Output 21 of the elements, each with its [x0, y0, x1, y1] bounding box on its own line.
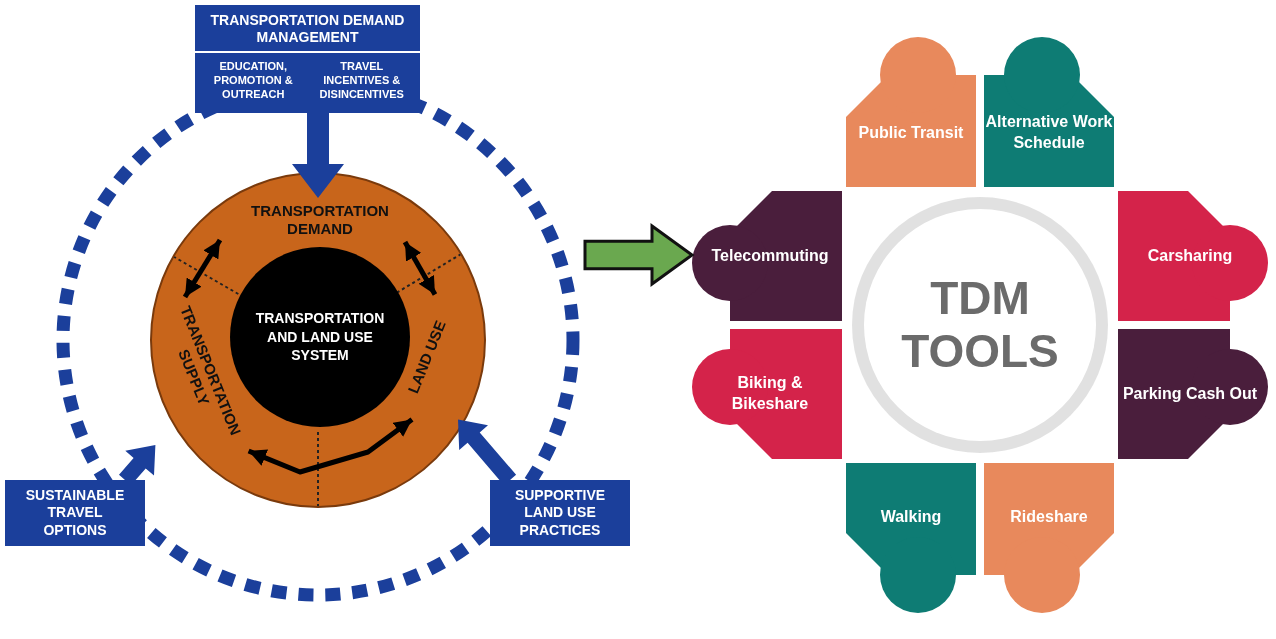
segment-label: TRANSPORTATION DEMAND: [220, 198, 420, 242]
petal-label: Alternative Work Schedule: [984, 112, 1114, 153]
arrow: [583, 223, 695, 287]
arrow: [182, 238, 223, 299]
petal-label: Walking: [879, 506, 943, 527]
petal-label: Carsharing: [1146, 245, 1234, 266]
petal-label: Public Transit: [857, 122, 965, 143]
petal-label: Biking & Bikeshare: [730, 373, 810, 414]
box-heading: TRANSPORTATION DEMAND MANAGEMENT: [195, 5, 420, 53]
side-box: SUPPORTIVE LAND USE PRACTICES: [490, 480, 630, 546]
info-box: [195, 5, 420, 113]
arrow: [292, 113, 344, 198]
arrow: [402, 240, 438, 296]
petal-label: Rideshare: [1009, 506, 1089, 527]
box-text: EDUCATION, PROMOTION & OUTREACH: [212, 58, 294, 102]
petal-label: Parking Cash Out: [1122, 383, 1258, 404]
box-text: TRAVEL INCENTIVES & DISINCENTIVES: [318, 58, 405, 102]
arrow: [247, 417, 414, 475]
petal-label: Telecommuting: [710, 245, 830, 266]
side-box: SUSTAINABLE TRAVEL OPTIONS: [5, 480, 145, 546]
segment-label: LAND USE: [387, 294, 467, 420]
